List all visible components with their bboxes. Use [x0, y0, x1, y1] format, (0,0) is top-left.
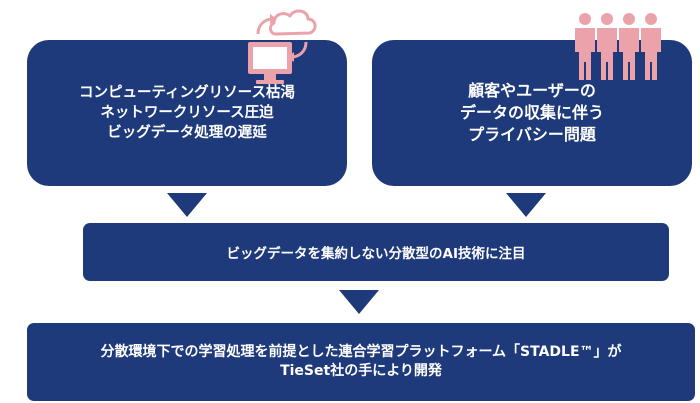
down-arrow-center — [339, 290, 379, 314]
focus-text: ビッグデータを集約しない分散型のAI技術に注目 — [226, 246, 526, 262]
result-box: 分散環境下での学習処理を前提とした連合学習プラットフォーム「STADLE™」が … — [27, 323, 695, 401]
issue-line-1: コンピューティングリソース枯渇 — [79, 85, 295, 101]
privacy-line-3: プライバシー問題 — [468, 125, 596, 144]
issue-box-privacy: 顧客やユーザーの データの収集に伴う プライバシー問題 — [372, 40, 692, 186]
focus-box: ビッグデータを集約しない分散型のAI技術に注目 — [83, 223, 669, 281]
people-group-icon — [575, 13, 661, 80]
privacy-line-2: データの収集に伴う — [459, 103, 604, 122]
issue-line-3: ビッグデータ処理の遅延 — [107, 125, 267, 141]
down-arrow-left — [167, 193, 207, 217]
issue-line-2: ネットワークリソース圧迫 — [100, 105, 274, 121]
issue-box-compute: コンピューティングリソース枯渇 ネットワークリソース圧迫 ビッグデータ処理の遅延 — [27, 40, 347, 186]
result-line-1: 分散環境下での学習処理を前提とした連合学習プラットフォーム「STADLE™」が — [100, 344, 622, 360]
privacy-line-1: 顧客やユーザーの — [468, 81, 596, 100]
down-arrow-right — [506, 193, 546, 217]
result-line-2: TieSet社の手により開発 — [280, 363, 442, 379]
computer-cloud-sync-icon — [248, 9, 317, 84]
